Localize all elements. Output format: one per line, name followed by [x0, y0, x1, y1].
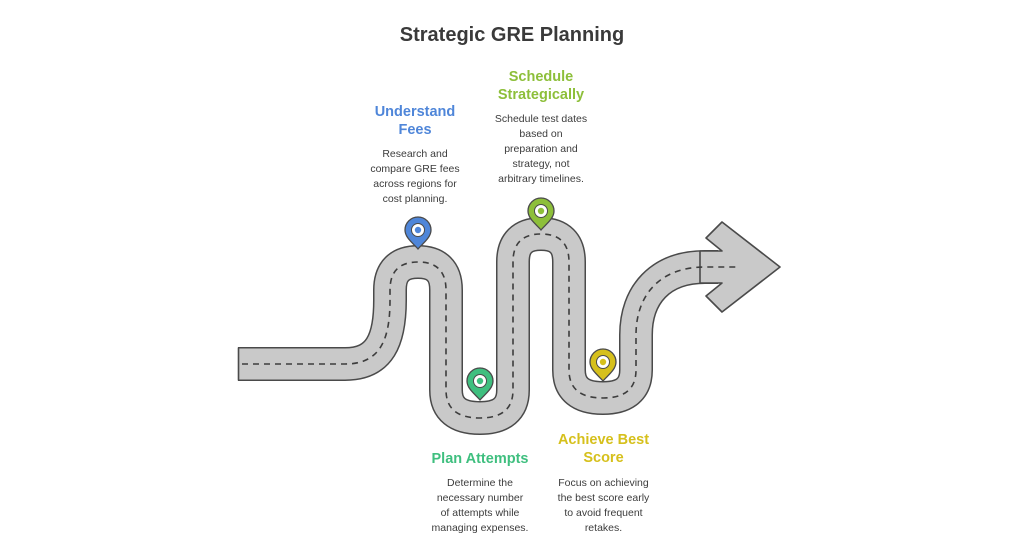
achieve-best-score-title: Achieve Best Score: [557, 432, 650, 466]
schedule-strategically-description: Schedule test dates based on preparation…: [494, 113, 588, 185]
achieve-best-score-description: Focus on achieving the best score early …: [557, 477, 650, 534]
understand-fees-description: Research and compare GRE fees across reg…: [370, 148, 460, 205]
pin-understand-fees: [404, 216, 432, 251]
road-center-dashes: [242, 233, 740, 419]
plan-attempts-description: Determine the necessary number of attemp…: [431, 477, 529, 534]
arrow-right-icon: [699, 221, 781, 313]
pin-achieve-best-score: [589, 348, 617, 383]
pin-plan-attempts: [466, 367, 494, 402]
diagram-title: Strategic GRE Planning: [399, 24, 625, 46]
pin-schedule-strategically: [527, 197, 555, 232]
understand-fees-title: Understand Fees: [374, 104, 456, 138]
plan-attempts-title: Plan Attempts: [431, 451, 529, 467]
schedule-strategically-title: Schedule Strategically: [497, 69, 585, 103]
